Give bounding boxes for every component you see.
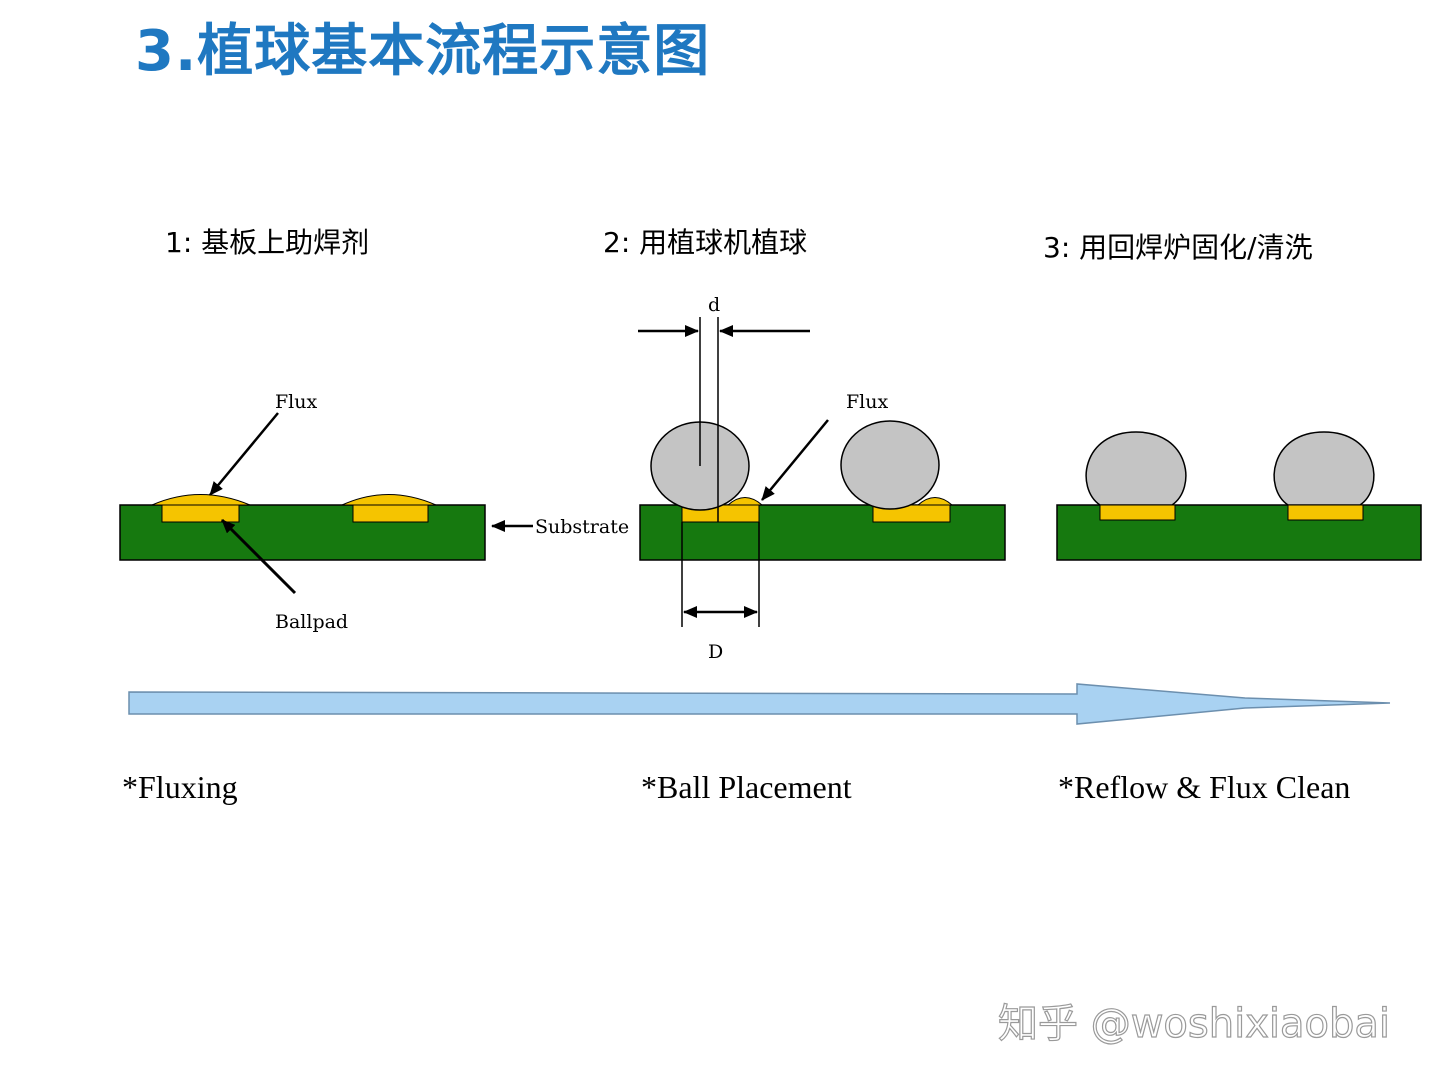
ballpad-arrow [220, 518, 297, 595]
process-label-ball-placement: *Ball Placement [641, 769, 852, 805]
ballpad-3b [1287, 504, 1364, 521]
d-label: d [708, 294, 720, 316]
process-label-reflow: *Reflow & Flux Clean [1058, 769, 1350, 805]
step2-title: 2: 用植球机植球 [603, 226, 807, 259]
ballpad-1a [161, 504, 240, 523]
ballpad-3a [1099, 504, 1176, 521]
ballpad-1b [352, 504, 429, 523]
panel-fluxing: Flux Ballpad Substrate [119, 391, 629, 633]
solder-ball-2b [840, 420, 940, 510]
flux-dome-1a [151, 494, 251, 506]
step3-title: 3: 用回焊炉固化/清洗 [1043, 231, 1313, 264]
reflowed-ball-3b [1273, 431, 1375, 506]
process-label-fluxing: *Fluxing [122, 769, 238, 805]
watermark: 知乎 @woshixiaobai [998, 1001, 1390, 1047]
panel-ball-placement: d D Flux [638, 294, 1006, 663]
flux-dome-2a [726, 497, 764, 506]
ballpad-label: Ballpad [275, 611, 348, 633]
flux-arrow-2 [761, 419, 829, 501]
page-title: 3.植球基本流程示意图 [135, 19, 711, 84]
substrate-label: Substrate [535, 516, 629, 538]
flux-label-2: Flux [846, 391, 888, 413]
process-flow-arrow [128, 683, 1391, 725]
flux-label-1: Flux [275, 391, 317, 413]
step1-title: 1: 基板上助焊剂 [165, 226, 369, 259]
flux-dome-2b [916, 497, 954, 506]
flux-arrow-1 [209, 412, 279, 496]
flux-dome-1b [341, 494, 437, 506]
reflowed-ball-3a [1085, 431, 1187, 506]
panel-reflow [1056, 431, 1422, 561]
D-label: D [708, 641, 723, 663]
